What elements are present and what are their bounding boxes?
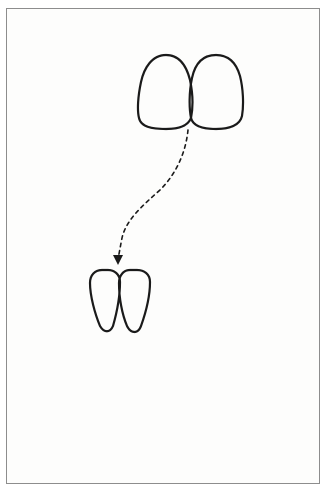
- upper-left-tooth: [138, 55, 192, 129]
- upper-right-tooth: [190, 55, 243, 129]
- lower-tooth-pair-icon: [90, 270, 150, 332]
- upper-tooth-pair-icon: [138, 55, 243, 129]
- lower-left-tooth: [90, 270, 120, 331]
- arrowhead-icon: [113, 255, 123, 265]
- lower-right-tooth: [119, 270, 150, 332]
- dashed-arrow: [113, 130, 188, 265]
- dashed-arrow-line: [118, 130, 188, 258]
